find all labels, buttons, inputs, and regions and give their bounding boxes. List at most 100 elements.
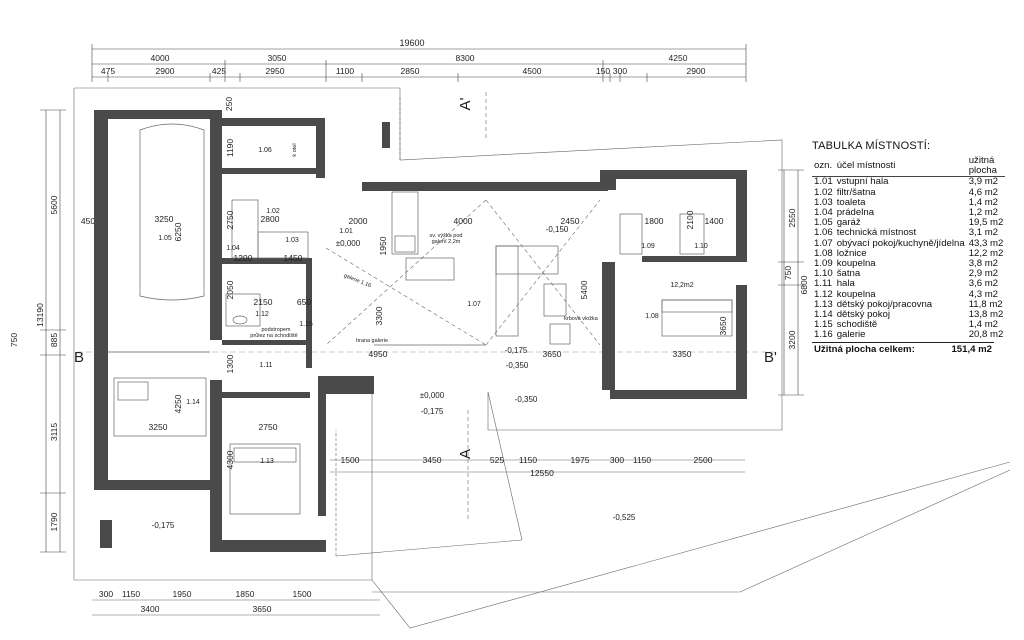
room-area-cell: 4,6 m2 [968,187,999,198]
rd-4250: 4250 [173,394,183,413]
rd-2450: 2450 [561,216,580,226]
dim-right-4: 3200 [787,330,797,349]
room-purpose-cell: dětský pokoj [836,310,891,321]
room-area-cell: 3,6 m2 [968,279,999,290]
dim-top-3-3: 425 [212,66,226,76]
room-area-cell: 13,8 m2 [968,310,1004,321]
dim-top-3-5: 1100 [336,66,355,76]
level-m0525: -0,525 [613,513,636,522]
dim-mb-1: 1500 [341,455,360,465]
dim-top-2-4: 4250 [669,53,688,63]
dim-top-row2: 4000 3050 8300 4250 [151,53,688,63]
sv-vyska-line2: galerií 2,2m [432,239,461,245]
dim-mb-total: 12550 [530,468,554,478]
dim-top-3-9: 300 [613,66,627,76]
room-area-cell: 1,4 m2 [968,320,999,331]
dim-top-3-7: 4500 [523,66,542,76]
dim-mb-8: 2500 [694,455,713,465]
room-purpose-cell: toaleta [836,197,866,208]
room-id-cell: 1.16 [814,330,833,341]
room-id-cell: 1.08 [814,248,833,259]
room-id-cell: 1.05 [814,218,833,229]
dim-top-2-3: 8300 [456,53,475,63]
dim-left-2: 450 [81,216,95,226]
section-b-right: B' [764,349,777,366]
room-108-label: 1.08 [645,313,659,320]
room-purpose-cell: prádelna [836,208,875,219]
room-107-label: 1.07 [467,301,481,308]
room-101-label: 1.01 [339,228,353,235]
room-purpose-cell: schodiště [836,320,878,331]
room-id-cell: 1.14 [814,310,833,321]
dim-mb-3: 525 [490,455,504,465]
rd-1450: 1450 [284,253,303,263]
room-115-label: 1.15 [299,321,313,328]
room-id-cell: 1.12 [814,289,833,300]
room-106-label: 1.06 [258,147,272,154]
room-table-header-purpose: účel místnosti [834,156,967,178]
room-area-cell: 1,2 m2 [968,208,999,219]
dim-right: 2550 6800 750 3200 [783,208,809,349]
room-111-label: 1.11 [259,362,272,369]
room-id-cell: 1.02 [814,187,833,198]
rd-2000: 2000 [349,216,368,226]
dim-b1-1: 300 [99,589,113,599]
level-m0350b: -0,350 [515,395,538,404]
dim-top-row3: 475 2900 425 2950 1100 2850 4500 150 300… [101,66,706,76]
room-108-area: 12,2m2 [670,282,693,289]
room-table-title: TABULKA MÍSTNOSTÍ: [812,140,931,152]
side-dimension-lines [40,109,804,553]
room-dimensions: 250 1190 2750 2800 3250 6250 2000 4000 2… [149,97,728,470]
room-110-label: 1.10 [694,243,708,250]
rd-2150: 2150 [254,297,273,307]
dim-bottom: 300 1150 1950 1850 1500 3400 3650 [99,589,312,614]
room-105-label: 1.05 [158,235,172,242]
room-id-cell: 1.03 [814,197,833,208]
room-113-label: 1.13 [260,458,274,465]
rd-2050: 2050 [225,280,235,299]
rd-6250: 6250 [173,222,183,241]
dim-left-1: 5600 [49,195,59,214]
rd-3350: 3350 [673,349,692,359]
room-area-cell: 3,9 m2 [968,176,999,188]
room-112-label: 1.12 [255,311,269,318]
dim-right-2: 6800 [799,275,809,294]
room-area-cell: 19,5 m2 [968,218,1004,229]
section-b-left: B [74,349,84,366]
dim-b2-2: 3650 [253,604,272,614]
dim-top-3-4: 2950 [266,66,285,76]
room-102-label: 1.02 [266,208,280,215]
rd-4300: 4300 [225,450,235,469]
room-prulez-label: průlez na schodiště [250,332,297,339]
room-area-cell: 43,3 m2 [968,238,1004,249]
level-101: ±0,000 [336,239,361,248]
dim-top-3-10: 2900 [687,66,706,76]
rd-1300: 1300 [225,354,235,373]
room-purpose-cell: galerie [836,330,866,341]
dim-mb-5: 1975 [571,455,590,465]
dim-left-4: 750 [9,333,19,347]
room-id-cell: 1.07 [814,238,833,249]
dim-top-total: 19600 [399,38,424,48]
top-dimension-lines [91,44,747,82]
rd-2100: 2100 [685,210,695,229]
level-m0175c: -0,175 [152,521,175,530]
dim-top-3-8: 150 [596,66,610,76]
rd-4000: 4000 [454,216,473,226]
dim-top-3-1: 475 [101,66,115,76]
sv-vyska-line1: sv. výška pod [430,233,463,239]
rd-2750a: 2750 [225,210,235,229]
room-podstropem-label: podstropem [261,327,290,333]
room-id-cell: 1.15 [814,320,833,331]
rd-1190: 1190 [225,139,235,158]
rd-2800: 2800 [261,214,280,224]
dim-left-6: 3115 [49,423,59,442]
room-id-cell: 1.11 [814,279,832,290]
